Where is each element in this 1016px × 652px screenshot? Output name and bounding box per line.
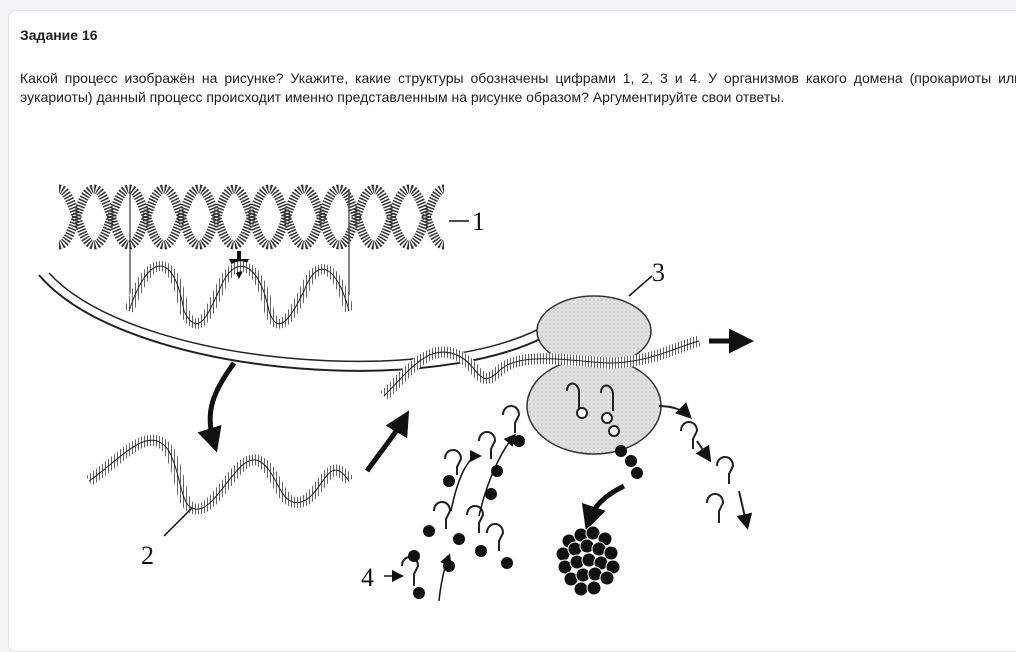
dna-double-helix: [59, 189, 444, 295]
label-2: 2: [141, 541, 154, 570]
mrna-in-nucleus: [129, 266, 349, 324]
polypeptide-chain: [615, 445, 643, 479]
task-card: Задание 16 Какой процесс изображён на ри…: [8, 10, 1016, 652]
ribosome: [527, 296, 661, 454]
label-1: 1: [472, 207, 485, 236]
amino-acids: [408, 435, 525, 599]
folded-protein: [556, 526, 620, 596]
label-3: 3: [652, 258, 665, 287]
protein-synthesis-illustration: 1 2 3: [9, 11, 1016, 641]
outgoing-trna: [659, 406, 747, 526]
label-4: 4: [361, 563, 374, 592]
free-trna: [402, 406, 519, 586]
